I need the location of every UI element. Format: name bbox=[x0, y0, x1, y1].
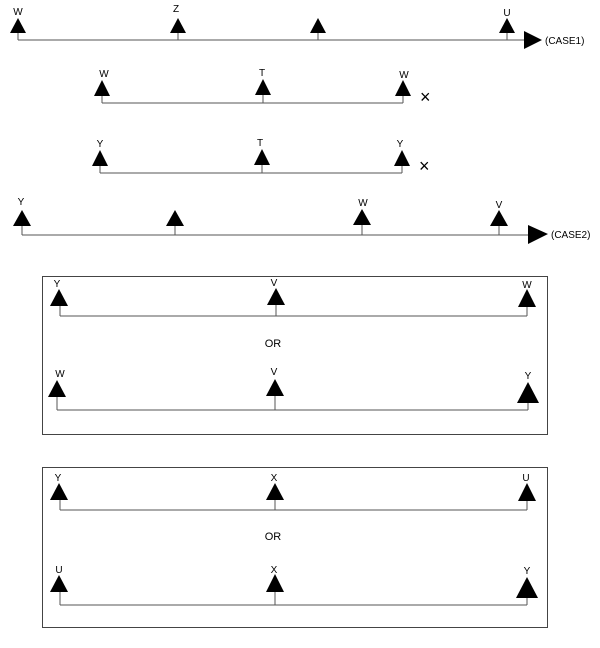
yty-label-1: Y bbox=[97, 139, 104, 150]
wtw-label-1: W bbox=[99, 69, 109, 80]
yty-label-2: T bbox=[257, 138, 263, 149]
case1-label-4: U bbox=[503, 8, 510, 19]
box1-top-label-1: Y bbox=[54, 279, 61, 290]
case1-triangle bbox=[170, 18, 186, 33]
case2-triangle bbox=[13, 210, 31, 226]
box2-bottom-label-1: U bbox=[55, 565, 62, 576]
wtw-row: W T W × bbox=[94, 68, 431, 107]
case1-arrow-head bbox=[524, 31, 542, 49]
box2-top-label-3: U bbox=[522, 473, 529, 484]
box1-bottom-triangle bbox=[48, 380, 66, 397]
box2-bottom-label-3: Y bbox=[524, 566, 531, 577]
yty-triangle bbox=[254, 149, 270, 165]
case1-triangle bbox=[499, 18, 515, 33]
box1-bottom-triangle bbox=[266, 379, 284, 396]
yty-label-3: Y bbox=[397, 139, 404, 150]
wtw-triangle bbox=[395, 80, 411, 96]
box1-top-label-3: W bbox=[522, 280, 532, 291]
box1-bottom-label-1: W bbox=[55, 369, 65, 380]
case1-row: W Z U (CASE1) bbox=[10, 4, 584, 49]
wtw-triangle bbox=[255, 79, 271, 95]
yty-cross-mark: × bbox=[419, 156, 430, 176]
box2-bottom-triangle bbox=[516, 577, 538, 598]
box2-top-triangle bbox=[266, 483, 284, 500]
case2-triangle bbox=[353, 209, 371, 225]
wtw-cross-mark: × bbox=[420, 87, 431, 107]
case1-label-2: Z bbox=[173, 4, 179, 15]
box1-or-text: OR bbox=[265, 338, 282, 350]
option-box-2: Y X U OR U X Y bbox=[42, 467, 548, 628]
box2-frame bbox=[42, 467, 548, 628]
box1-frame bbox=[42, 276, 548, 435]
case2-triangle bbox=[166, 210, 184, 226]
box1-bottom-label-3: Y bbox=[525, 371, 532, 382]
case2-triangle bbox=[490, 210, 508, 226]
wtw-triangle bbox=[94, 80, 110, 96]
box2-bottom-triangle bbox=[266, 574, 284, 592]
box2-top-label-2: X bbox=[271, 473, 278, 484]
box2-top-triangle bbox=[518, 483, 536, 501]
option-box-1: Y V W OR W V Y bbox=[42, 276, 548, 435]
box2-bottom-label-2: X bbox=[271, 565, 278, 576]
yty-row: Y T Y × bbox=[92, 138, 430, 176]
wtw-label-3: W bbox=[399, 70, 409, 81]
case2-caption: (CASE2) bbox=[551, 230, 590, 241]
case2-arrow-head bbox=[528, 225, 548, 244]
case2-label-3: W bbox=[358, 198, 368, 209]
case2-label-4: V bbox=[496, 200, 503, 211]
yty-triangle bbox=[394, 150, 410, 166]
case1-triangle bbox=[310, 18, 326, 33]
wtw-label-2: T bbox=[259, 68, 265, 79]
yty-triangle bbox=[92, 150, 108, 166]
case2-label-1: Y bbox=[18, 197, 25, 208]
box1-top-triangle bbox=[518, 289, 536, 307]
box1-top-label-2: V bbox=[271, 278, 278, 289]
box2-top-triangle bbox=[50, 483, 68, 500]
box2-or-text: OR bbox=[265, 531, 282, 543]
box1-bottom-triangle bbox=[517, 382, 539, 403]
box1-top-triangle bbox=[267, 288, 285, 305]
case2-row: Y W V (CASE2) bbox=[13, 197, 590, 244]
case1-label-1: W bbox=[13, 7, 23, 18]
box1-top-triangle bbox=[50, 289, 68, 306]
case1-triangle bbox=[10, 18, 26, 33]
case1-caption: (CASE1) bbox=[545, 36, 584, 47]
box2-bottom-triangle bbox=[50, 575, 68, 592]
box2-top-label-1: Y bbox=[55, 473, 62, 484]
box1-bottom-label-2: V bbox=[271, 367, 278, 378]
